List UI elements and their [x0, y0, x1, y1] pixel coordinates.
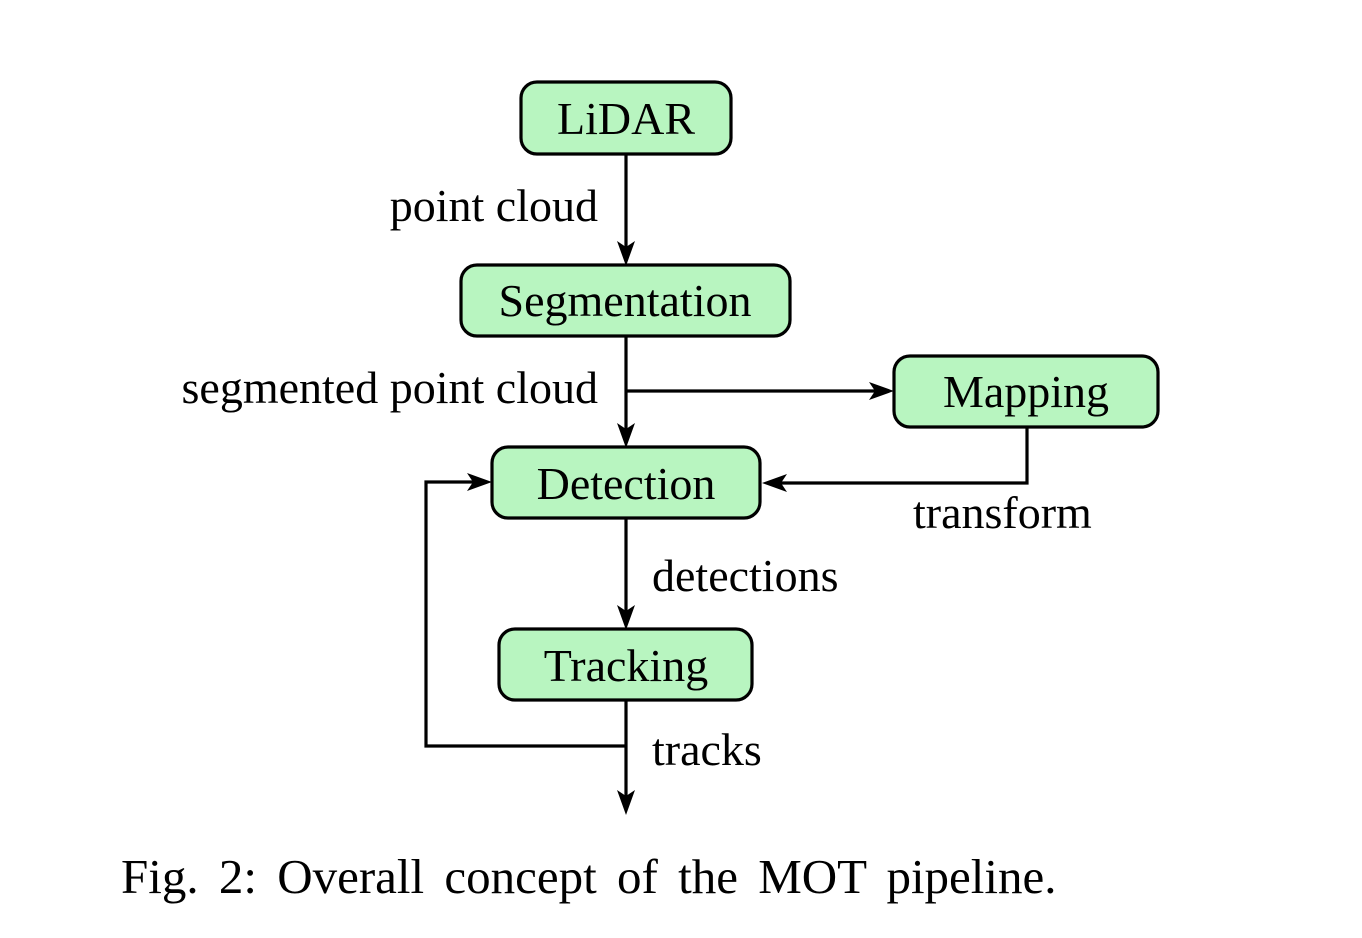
node-detection-box	[490, 445, 762, 520]
arrowhead-segmentation	[617, 241, 635, 266]
node-mapping: Mapping	[892, 354, 1160, 429]
arrowhead-tracking	[617, 605, 635, 630]
node-tracking-box	[497, 627, 754, 702]
node-segmentation-label: Segmentation	[499, 275, 752, 326]
edges	[424, 154, 1029, 815]
arrowhead-detection-right	[762, 474, 787, 492]
arrowhead-mapping	[869, 382, 894, 400]
node-segmentation-box	[459, 263, 792, 338]
edge-mapping-to-detection	[780, 427, 1029, 485]
node-mapping-label: Mapping	[943, 366, 1109, 417]
figure-caption: Fig. 2: Overall concept of the MOT pipel…	[121, 849, 1057, 904]
edge-label-transform: transform	[913, 487, 1092, 538]
edge-label-segmented-point-cloud: segmented point cloud	[182, 362, 598, 413]
node-lidar: LiDAR	[519, 80, 733, 156]
arrowhead-detection-left	[467, 473, 492, 491]
node-mapping-box	[892, 354, 1160, 429]
node-tracking-label: Tracking	[544, 640, 708, 691]
node-segmentation: Segmentation	[459, 263, 792, 338]
edge-label-tracks: tracks	[652, 724, 762, 775]
arrowhead-detection-top	[617, 423, 635, 448]
node-detection: Detection	[490, 445, 762, 520]
node-detection-label: Detection	[537, 458, 716, 509]
node-lidar-label: LiDAR	[557, 93, 695, 144]
node-lidar-box	[519, 80, 733, 156]
edge-label-point-cloud: point cloud	[390, 180, 598, 231]
arrowhead-output	[617, 790, 635, 815]
node-tracking: Tracking	[497, 627, 754, 702]
edge-tracks-feedback	[424, 480, 626, 748]
edge-label-detections: detections	[652, 550, 839, 601]
